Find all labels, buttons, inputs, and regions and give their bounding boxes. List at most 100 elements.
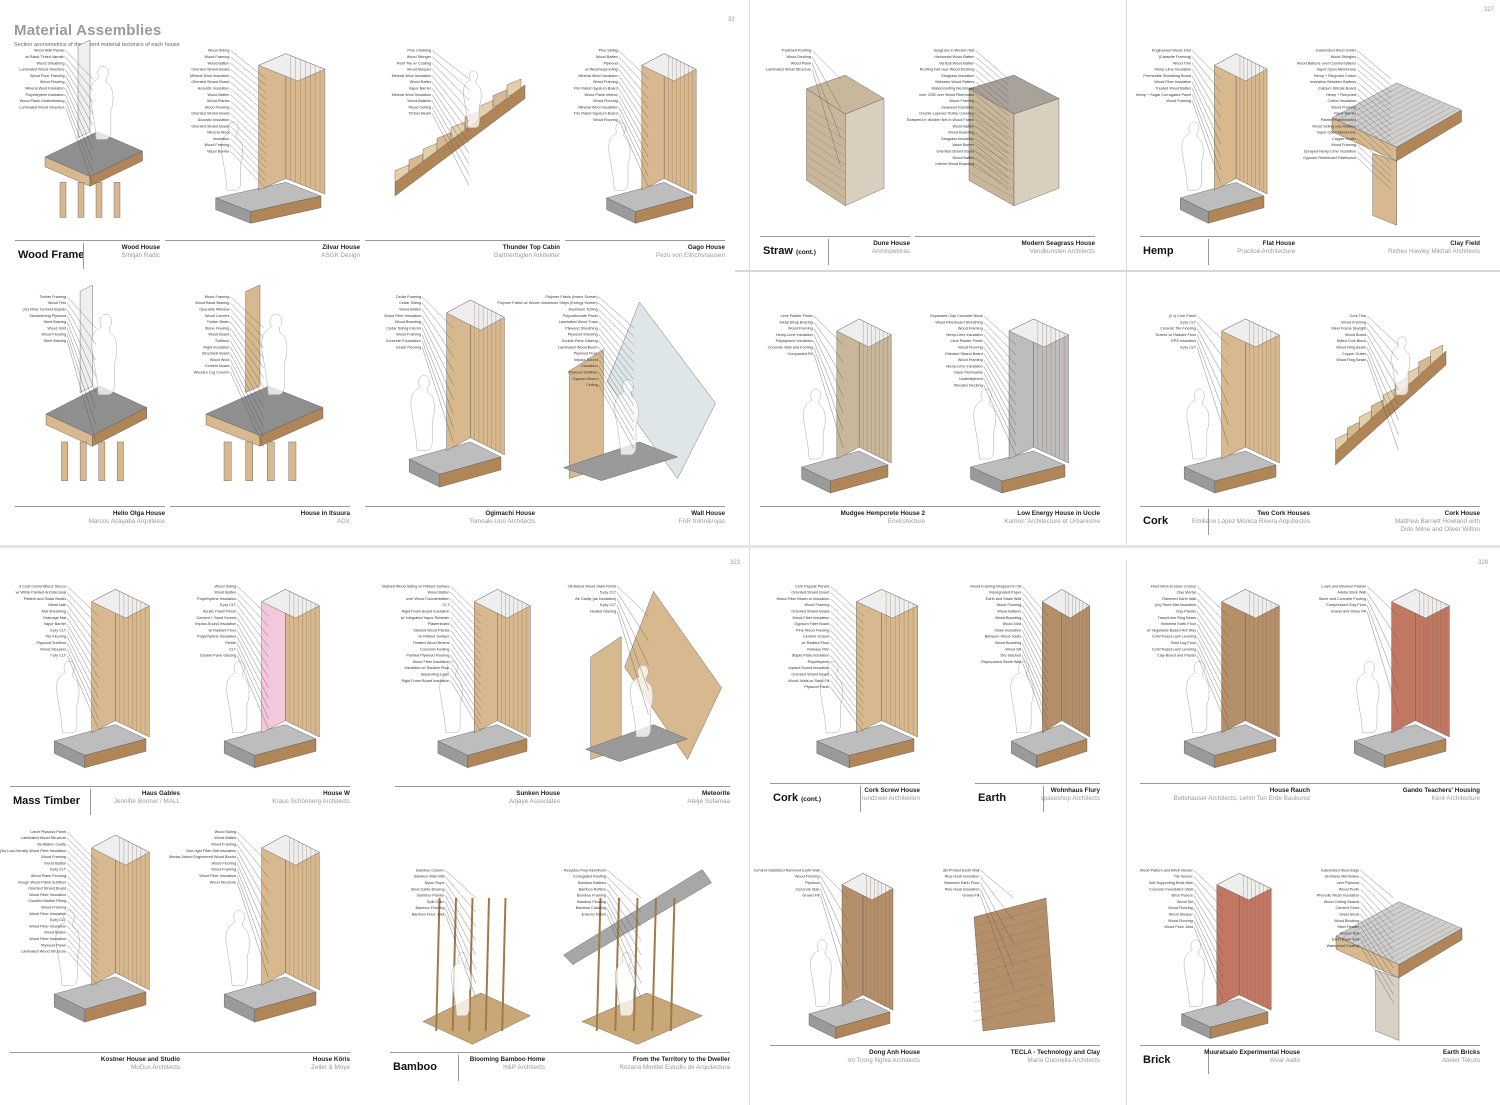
floor-deck	[422, 992, 531, 1045]
human-figure-icon	[630, 664, 654, 738]
leader-line	[1022, 611, 1048, 654]
leader-line	[230, 359, 264, 428]
leader-line	[230, 328, 264, 378]
caption-divider	[458, 1055, 459, 1081]
leader-line	[230, 151, 267, 190]
axonometric-drawing: Cement-Stabilized Rammed Earth WallWood …	[754, 868, 894, 1039]
leader-line	[450, 680, 481, 732]
callout-label: Oriented Strand Board	[791, 591, 829, 595]
callout-label: Treated Wood Beams	[413, 641, 450, 645]
callout-label: Impact-Sound Insulation	[788, 666, 829, 670]
human-figure-icon	[1010, 660, 1034, 734]
callout-label: w/ Integrated Vapor Retarder	[401, 616, 450, 620]
floor-deck	[562, 441, 679, 481]
leader-line	[1366, 604, 1399, 690]
leader-line	[616, 604, 649, 690]
leader-line	[1356, 81, 1392, 112]
wall-face	[973, 897, 1056, 1032]
callout-label: CLT	[229, 647, 237, 651]
leader-line	[983, 347, 1017, 396]
leader-line	[616, 585, 649, 617]
leader-line	[431, 75, 470, 122]
callout-label: Galvanized Steel Gutter	[1316, 49, 1357, 53]
shingle-line	[1341, 904, 1405, 939]
leader-line	[1356, 56, 1392, 86]
leader-line	[230, 125, 267, 162]
callout-label: Wood Trim	[1173, 61, 1191, 65]
callout-label: Wood Sleeper	[1169, 913, 1194, 917]
callout-label: Stone and Concrete Footing	[1319, 597, 1367, 601]
leader-line	[236, 837, 269, 878]
callout-label: Wood Sill	[1177, 900, 1193, 904]
callout-label: w/ Vegetable-Based Hot Wax	[1147, 628, 1196, 632]
callout-label: Screed w/ Radiant Floor	[1155, 333, 1196, 337]
layer-line	[968, 131, 1015, 157]
caption-divider	[83, 243, 84, 269]
shingle-line	[1377, 920, 1442, 956]
wall-top	[261, 834, 320, 866]
callout-label: w/ Radiant Floor	[208, 628, 236, 632]
leader-line	[1191, 81, 1221, 145]
leader-line	[1196, 636, 1229, 699]
leader-line	[1360, 901, 1394, 942]
layer-line	[968, 147, 1015, 174]
leader-line	[1360, 907, 1394, 951]
callout-label: Polyethylene Insulation	[25, 93, 64, 97]
callout-label: Wood Sill	[1005, 647, 1021, 651]
leader-line	[1360, 939, 1394, 995]
leader-line	[811, 63, 841, 138]
leader-line	[450, 655, 481, 701]
stair-stringer	[394, 84, 526, 197]
wall-top	[1041, 589, 1091, 619]
callout-label: Rigid Insulation	[203, 345, 229, 349]
leader-line	[618, 113, 649, 177]
human-figure-icon	[1183, 939, 1206, 1007]
leader-line	[1192, 56, 1221, 93]
callout-label: Polymer Fabric w/ Woven Aluminum Strips …	[497, 301, 598, 305]
material-label: Bamboo	[393, 1061, 437, 1073]
leader-line	[66, 642, 99, 709]
callout-label: Wood Ring Beam	[1336, 358, 1366, 362]
leader-line	[421, 321, 454, 386]
callout-label: Split-Culm	[427, 900, 445, 904]
leader-line	[616, 592, 649, 641]
leader-line	[450, 642, 481, 686]
callout-label: Wood Batten	[953, 156, 975, 160]
human-figure-icon	[973, 388, 996, 460]
leader-line	[975, 94, 1009, 123]
callout-label: Wood Shingles	[1331, 55, 1357, 59]
leader-line	[813, 315, 844, 346]
callout-label: Ceramic Tile Flooring	[1160, 327, 1196, 331]
leader-line	[1356, 138, 1392, 171]
material-label: Mass Timber	[13, 795, 80, 807]
callout-label: Mineral Wool	[207, 131, 229, 135]
leader-line	[1022, 585, 1048, 617]
caption-divider	[1208, 509, 1209, 535]
callout-label: Wood Block Bracing	[195, 301, 229, 305]
shingle-line	[1372, 918, 1436, 953]
project-architect: Gartnerfuglen Arkitekter	[493, 252, 561, 259]
post	[79, 441, 87, 481]
callout-label: Wood Flooring	[211, 861, 236, 865]
callout-label: Vapor Open Membrane	[1317, 131, 1356, 135]
layer-line	[806, 172, 846, 198]
shingle-line	[1362, 913, 1426, 949]
callout-label: Wood Board	[1345, 333, 1366, 337]
leader-line	[230, 81, 267, 114]
page-header: Material Assemblies Section axonometrics…	[14, 22, 180, 48]
callout-label: Seaweed in Woolen Net in Wood Frame	[907, 118, 975, 122]
callout-label: Wood Fiber Insulation	[29, 893, 66, 897]
bamboo-pole	[669, 897, 676, 1032]
callout-label: Cotton Insulation	[1328, 99, 1357, 103]
callout-label: Wood Decking	[787, 55, 812, 59]
callout-label: Cedar Siding Interior	[386, 326, 422, 330]
project-architect: FAR frohn&rojas	[678, 518, 725, 525]
leader-line	[66, 856, 99, 889]
leader-line	[1356, 50, 1392, 80]
project-architect: Vandkunsten Architects	[1029, 248, 1095, 255]
